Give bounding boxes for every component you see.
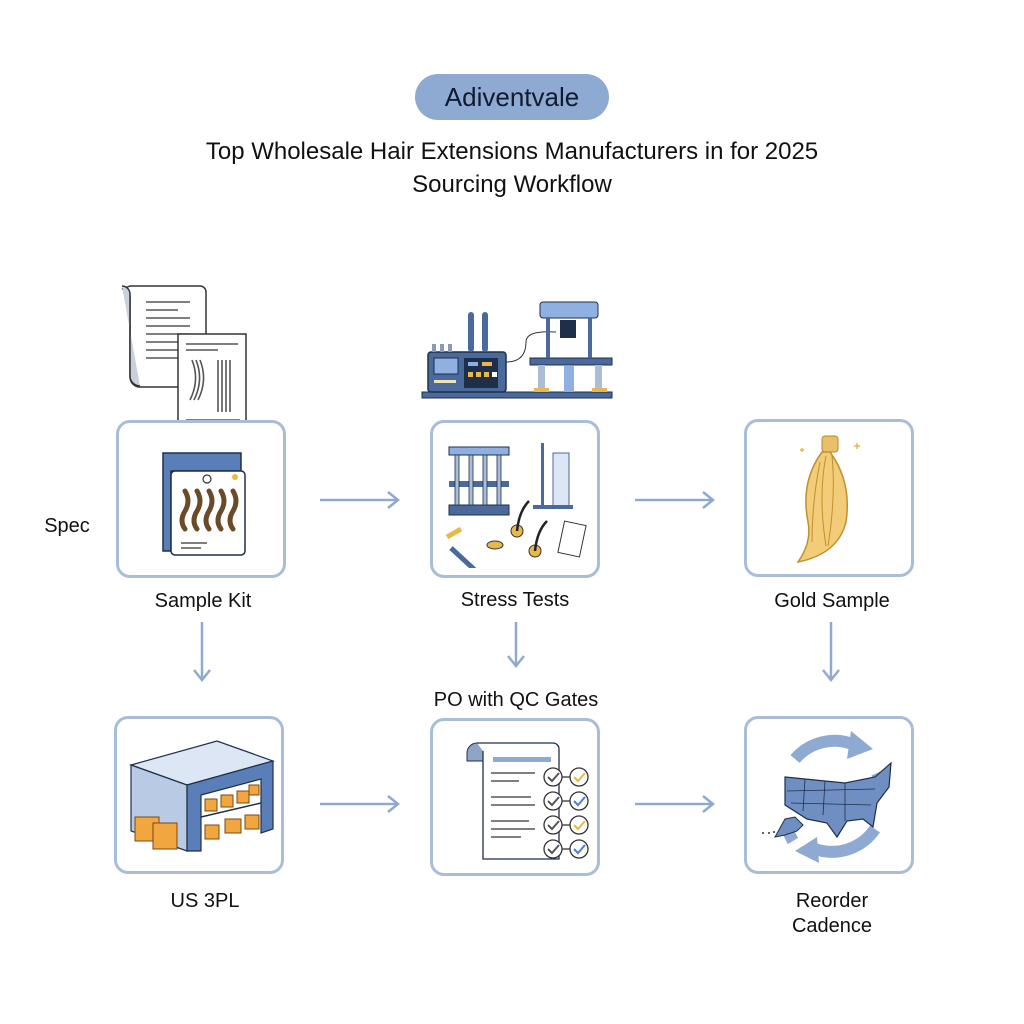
step-box-stress-tests[interactable] (430, 420, 600, 578)
step-box-reorder[interactable] (744, 716, 914, 874)
step-label-sample-kit: Sample Kit (154, 590, 252, 612)
page-title: Top Wholesale Hair Extensions Manufactur… (205, 138, 819, 165)
step-box-po-qc[interactable] (430, 718, 600, 876)
arrow-right (633, 490, 717, 510)
arrow-down (192, 620, 212, 684)
checklist-icon (463, 733, 593, 863)
arrow-right (633, 794, 717, 814)
us-map-cycle-icon (755, 729, 910, 869)
step-label-reorder-line2: Cadence (791, 915, 873, 937)
warehouse-icon (127, 739, 277, 859)
step-box-sample-kit[interactable] (116, 420, 286, 578)
sample-kit-icon (157, 447, 252, 559)
spec-document-icon (118, 282, 253, 437)
arrow-right (318, 490, 402, 510)
step-label-gold-sample: Gold Sample (774, 590, 890, 612)
arrow-down (506, 620, 526, 670)
step-label-spec: Spec (44, 515, 90, 537)
stress-test-equipment-icon (420, 300, 615, 400)
arrow-right (318, 794, 402, 814)
step-label-po-qc: PO with QC Gates (433, 689, 599, 711)
step-label-stress-tests: Stress Tests (460, 589, 570, 611)
step-box-us-3pl[interactable] (114, 716, 284, 874)
page-subtitle: Sourcing Workflow (412, 171, 612, 198)
step-label-us-3pl: US 3PL (170, 890, 240, 912)
brand-badge: Adiventvale (415, 74, 609, 120)
stress-tests-icon (443, 433, 591, 568)
brand-name: Adiventvale (444, 81, 580, 112)
step-label-reorder-line1: Reorder (795, 890, 869, 912)
hair-bundle-icon (792, 432, 872, 567)
arrow-down (821, 620, 841, 684)
step-box-gold-sample[interactable] (744, 419, 914, 577)
